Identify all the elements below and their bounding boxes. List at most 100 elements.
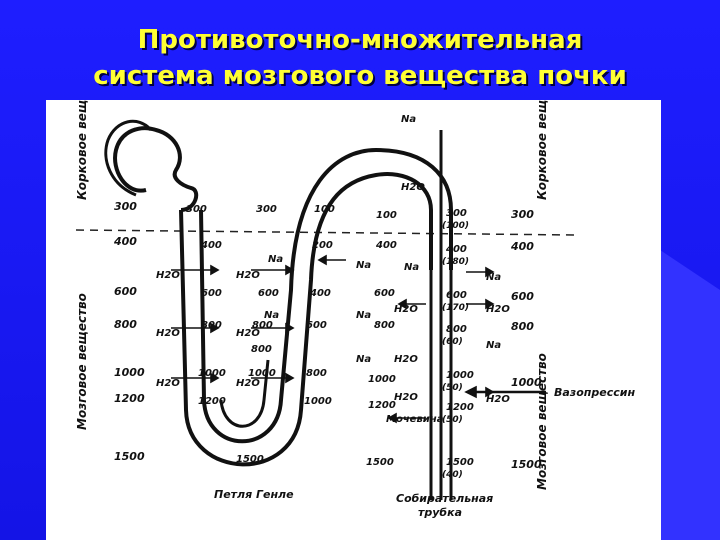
- h2o-label: H2O: [156, 270, 180, 281]
- duct-value: 1000: [446, 370, 474, 381]
- h2o-label: H2O: [156, 328, 180, 339]
- scale-value: 1000: [511, 376, 542, 389]
- limb-value: 300: [256, 204, 277, 215]
- scale-value: 800: [114, 318, 137, 331]
- glomerulus-inner: [104, 119, 153, 197]
- interstitium-bottom-value: 1500: [366, 457, 394, 468]
- collecting-duct-label-2: трубка: [418, 506, 462, 519]
- duct-value: (40): [442, 470, 463, 480]
- na-label: Na: [486, 272, 501, 283]
- descending-limb-values: 300 400 600 800 1000 1200: [186, 204, 226, 407]
- duct-value: 1500: [446, 457, 474, 468]
- limb-value: 400: [309, 288, 331, 299]
- scale-value: 800: [511, 320, 534, 333]
- h2o-label: H2O: [394, 354, 418, 365]
- scale-value: 300: [511, 208, 534, 221]
- scale-value: 1200: [114, 392, 145, 405]
- sodium-labels: Na Na Na Na Na Na Na Na Na: [264, 114, 501, 365]
- na-label: Na: [356, 260, 371, 271]
- interstitium-values: 100 400 600 800 1000 1200: [368, 210, 397, 411]
- interstitium-value: 1000: [368, 374, 396, 385]
- interstitium-value: 400: [375, 240, 397, 251]
- glomerulus-outline: [113, 126, 199, 212]
- scale-value: 1500: [511, 458, 542, 471]
- na-label: Na: [356, 310, 371, 321]
- interstitium-value: 100: [376, 210, 397, 221]
- scale-value: 300: [114, 200, 137, 213]
- scale-value: 1000: [114, 366, 145, 379]
- interstitium-value: 1200: [368, 400, 396, 411]
- duct-value: 300: [446, 208, 467, 219]
- limb-value: 800: [306, 368, 327, 379]
- vasopressin-label: Вазопрессин: [554, 386, 635, 399]
- scale-value: 1500: [114, 450, 145, 463]
- collecting-duct-label-1: Собирательная: [396, 492, 493, 505]
- scale-value: 400: [510, 240, 534, 253]
- right-osmolality-scale: 300 400 600 800 1000 1500: [510, 208, 542, 471]
- interstitium-value: 600: [374, 288, 395, 299]
- duct-value: 800: [446, 324, 467, 335]
- title-line-2: система мозгового вещества почки: [93, 61, 627, 91]
- cortex-medulla-boundary: [75, 229, 577, 236]
- medulla-label-right: Мозговое вещество: [535, 353, 549, 490]
- limb-value: 600: [306, 320, 327, 331]
- limb-value: 300: [186, 204, 207, 215]
- na-label: Na: [404, 262, 419, 273]
- h2o-label: H2O: [156, 378, 180, 389]
- na-label: Na: [264, 310, 279, 321]
- limb-value: 400: [200, 240, 222, 251]
- duct-value: 600: [446, 290, 467, 301]
- limb-value: 800: [252, 320, 273, 331]
- limb-value: 200: [312, 240, 333, 251]
- limb-value: 600: [201, 288, 222, 299]
- thin-limb-wall: [219, 359, 270, 428]
- loop-inner-wall: [199, 147, 453, 444]
- duct-value: 1200: [446, 402, 474, 413]
- limb-value: 600: [258, 288, 279, 299]
- loop-outer-wall: [179, 172, 433, 467]
- scale-value: 400: [113, 235, 137, 248]
- h2o-label: H2O: [236, 328, 260, 339]
- h2o-label: H2O: [486, 304, 510, 315]
- left-osmolality-scale: 300 400 600 800 1000 1200 1500: [113, 200, 145, 463]
- na-label: Na: [356, 354, 371, 365]
- interstitium-value: 800: [374, 320, 395, 331]
- title-line-1: Противоточно-множительная: [137, 25, 583, 55]
- duct-value: (170): [442, 303, 469, 313]
- scale-value: 600: [511, 290, 534, 303]
- h2o-label: H2O: [394, 304, 418, 315]
- limb-value: 1000: [198, 368, 226, 379]
- collecting-duct-values: 300 (100) 400 (180) 600 (170) 800 (60) 1…: [442, 208, 474, 480]
- h2o-label: H2O: [236, 378, 260, 389]
- urea-label: Мочевина: [386, 414, 444, 425]
- limb-value: 800: [251, 344, 272, 355]
- duct-value: (60): [442, 337, 463, 347]
- limb-value: 1000: [304, 396, 332, 407]
- h2o-label: H2O: [401, 182, 425, 193]
- limb-value: 1000: [248, 368, 276, 379]
- water-labels: H2O H2O H2O H2O H2O H2O H2O H2O H2O H2O …: [156, 182, 510, 405]
- scale-value: 600: [114, 285, 137, 298]
- nephron-diagram: Корковое вещество Мозговое вещество Корк…: [75, 100, 635, 519]
- na-label: Na: [401, 114, 416, 125]
- thin-ascending-values: 300 600 800 800 1000: [248, 204, 279, 379]
- loop-bottom-value: 1500: [236, 454, 264, 465]
- medulla-label-left: Мозговое вещество: [75, 293, 89, 430]
- h2o-label: H2O: [236, 270, 260, 281]
- loop-of-henle-label: Петля Генле: [214, 488, 294, 501]
- cortex-label-right: Корковое вещество: [535, 100, 549, 200]
- limb-value: 1200: [198, 396, 226, 407]
- thick-ascending-values: 100 200 400 600 800 1000: [304, 204, 335, 407]
- duct-value: (50): [442, 383, 463, 393]
- limb-value: 100: [314, 204, 335, 215]
- duct-value: (100): [442, 221, 469, 231]
- transport-arrows: [171, 254, 546, 424]
- cortex-label-left: Корковое вещество: [75, 100, 89, 200]
- duct-value: (50): [442, 415, 463, 425]
- h2o-label: H2O: [394, 392, 418, 403]
- duct-value: 400: [445, 244, 467, 255]
- h2o-label: H2O: [486, 394, 510, 405]
- slide-title: Противоточно-множительная система мозгов…: [0, 22, 720, 94]
- duct-value: (180): [442, 257, 469, 267]
- na-label: Na: [486, 340, 501, 351]
